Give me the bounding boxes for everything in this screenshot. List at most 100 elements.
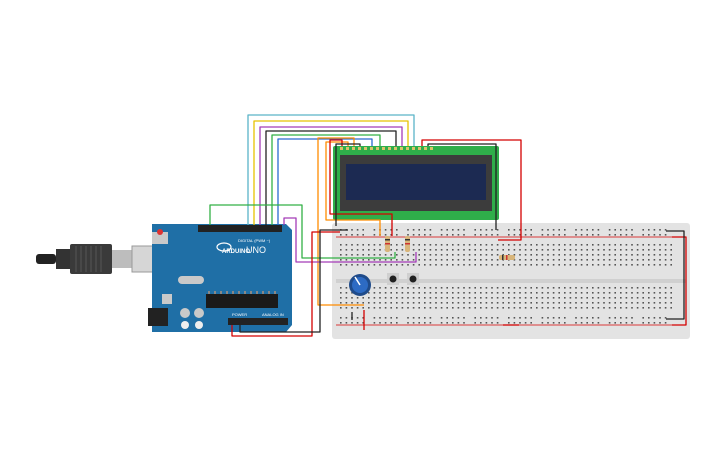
breadboard-hole: [440, 244, 443, 246]
breadboard-hole: [524, 244, 527, 246]
breadboard-hole: [631, 259, 633, 261]
breadboard-hole: [379, 317, 381, 319]
breadboard-hole: [653, 249, 656, 251]
breadboard-hole: [541, 244, 544, 246]
breadboard-hole: [491, 287, 493, 289]
breadboard-hole: [396, 254, 398, 256]
breadboard-hole: [508, 254, 510, 256]
breadboard-hole: [508, 307, 510, 309]
breadboard-hole: [519, 287, 521, 289]
breadboard-hole: [463, 297, 465, 299]
breadboard-hole: [541, 307, 544, 309]
breadboard-hole: [412, 307, 415, 309]
wire-black: [239, 229, 348, 333]
breadboard-hole: [580, 229, 583, 231]
breadboard-hole: [429, 302, 432, 304]
breadboard-hole: [625, 307, 628, 309]
breadboard-hole: [446, 244, 448, 246]
breadboard-hole: [502, 297, 504, 299]
breadboard-hole: [418, 244, 420, 246]
breadboard-hole: [603, 249, 605, 251]
breadboard-hole: [390, 317, 392, 319]
breadboard-hole: [597, 322, 600, 324]
wire-black: [265, 130, 397, 225]
push-button[interactable]: [407, 273, 419, 285]
breadboard-hole: [440, 229, 443, 231]
breadboard-hole: [592, 297, 594, 299]
breadboard-hole: [396, 302, 398, 304]
breadboard-hole: [396, 234, 398, 236]
breadboard-hole: [653, 317, 656, 319]
breadboard-hole: [603, 292, 605, 294]
breadboard-hole: [625, 287, 628, 289]
breadboard-hole: [496, 302, 499, 304]
breadboard-hole: [407, 254, 409, 256]
breadboard-hole: [564, 322, 566, 324]
breadboard-hole: [580, 307, 583, 309]
reset-button[interactable]: [152, 232, 168, 244]
breadboard-hole: [480, 234, 482, 236]
breadboard-hole: [631, 264, 633, 266]
breadboard-hole: [340, 254, 342, 256]
breadboard-hole: [480, 244, 482, 246]
potentiometer[interactable]: [349, 274, 371, 296]
breadboard-hole: [474, 234, 476, 236]
breadboard-hole: [356, 297, 359, 299]
breadboard-hole: [452, 254, 454, 256]
breadboard-hole: [586, 264, 588, 266]
breadboard-hole: [603, 254, 605, 256]
breadboard-hole: [586, 322, 588, 324]
breadboard-hole: [586, 229, 588, 231]
breadboard-hole: [670, 244, 672, 246]
breadboard-hole: [648, 292, 650, 294]
breadboard-hole: [429, 229, 432, 231]
breadboard-hole: [368, 244, 370, 246]
breadboard-hole: [524, 307, 527, 309]
breadboard-hole: [586, 317, 588, 319]
breadboard-hole: [424, 302, 426, 304]
breadboard-hole: [418, 249, 420, 251]
breadboard-hole: [356, 264, 359, 266]
lcd-screen: [346, 164, 486, 200]
breadboard-hole: [547, 254, 549, 256]
breadboard-hole: [575, 244, 577, 246]
breadboard-hole: [351, 249, 353, 251]
breadboard-hole: [614, 302, 616, 304]
breadboard-hole: [485, 287, 488, 289]
wire-yellow: [253, 120, 409, 225]
breadboard-hole: [457, 254, 460, 256]
breadboard-hole: [424, 297, 426, 299]
breadboard-hole: [407, 307, 409, 309]
breadboard-hole: [648, 287, 650, 289]
breadboard-hole: [558, 322, 560, 324]
breadboard-hole: [418, 234, 420, 236]
breadboard-hole: [648, 229, 650, 231]
breadboard-hole: [379, 307, 381, 309]
push-button[interactable]: [387, 273, 399, 285]
breadboard-hole: [513, 292, 516, 294]
breadboard-hole: [614, 307, 616, 309]
breadboard-hole: [356, 302, 359, 304]
breadboard-hole: [536, 259, 538, 261]
breadboard-hole: [513, 297, 516, 299]
breadboard-hole: [547, 307, 549, 309]
breadboard-hole: [407, 292, 409, 294]
breadboard-hole: [580, 254, 583, 256]
breadboard-hole: [373, 259, 376, 261]
wire-blue: [277, 138, 373, 225]
breadboard-hole: [468, 254, 471, 256]
breadboard-hole: [597, 302, 600, 304]
breadboard-hole: [670, 307, 672, 309]
breadboard-hole: [429, 254, 432, 256]
breadboard-hole: [384, 254, 387, 256]
breadboard-hole: [648, 234, 650, 236]
wire-red: [421, 139, 522, 241]
breadboard-hole: [424, 322, 426, 324]
breadboard-hole: [502, 254, 504, 256]
breadboard-hole: [664, 244, 667, 246]
breadboard-hole: [631, 297, 633, 299]
arduino-board[interactable]: ARDUINO UNO DIGITAL (PWM ~) POWER ANALOG…: [148, 224, 292, 332]
breadboard-hole: [351, 254, 353, 256]
breadboard-hole: [351, 234, 353, 236]
breadboard-hole: [659, 244, 661, 246]
